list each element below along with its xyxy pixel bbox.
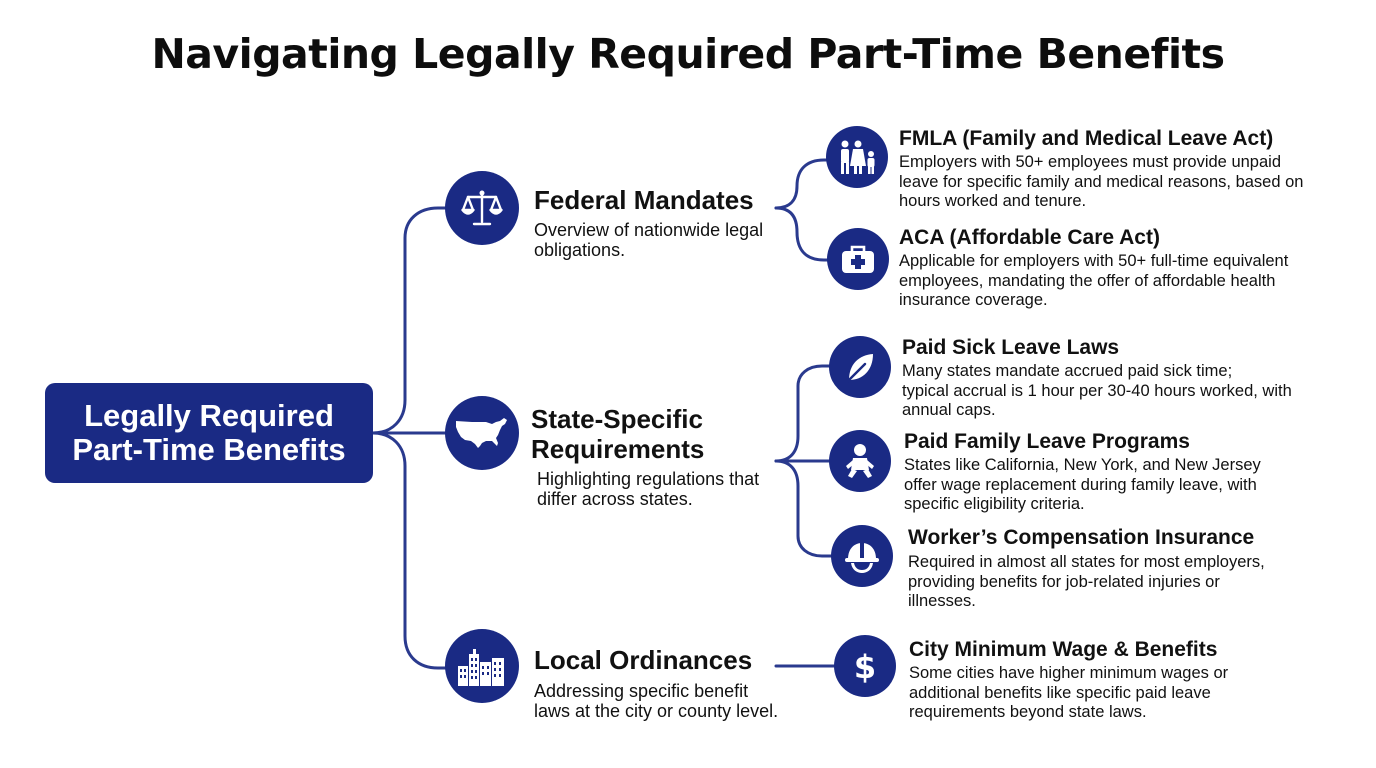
desc-line: Some cities have higher minimum wages or: [909, 664, 1229, 682]
connector-federal-aca: [774, 206, 840, 262]
state-requirements-title: State-Specific Requirements: [531, 404, 704, 464]
aca-icon-circle: [827, 228, 889, 290]
workers-comp-desc: Required in almost all states for most e…: [908, 553, 1348, 612]
city-wage-desc: Some cities have higher minimum wages or…: [909, 664, 1349, 723]
sick-leave-desc: Many states mandate accrued paid sick ti…: [902, 362, 1342, 421]
state-node-icon-circle: [445, 396, 519, 470]
desc-line: leave for specific family and medical re…: [899, 172, 1304, 191]
desc-line: obligations.: [534, 240, 626, 260]
svg-text:$: $: [854, 648, 876, 685]
federal-mandates-desc: Overview of nationwide legal obligations…: [534, 220, 774, 260]
hard-hat-icon: [845, 543, 879, 573]
city-buildings-icon: [458, 649, 504, 686]
family-leave-desc: States like California, New York, and Ne…: [904, 456, 1344, 515]
desc-line: specific eligibility criteria.: [904, 495, 1085, 513]
connector-state-comp: [774, 459, 834, 558]
desc-line: Overview of nationwide legal: [534, 220, 764, 240]
desc-line: annual caps.: [902, 401, 996, 419]
root-label-line-2: Part-Time Benefits: [72, 432, 346, 467]
city-wage-icon-circle: $: [834, 635, 896, 697]
desc-line: Employers with 50+ employees must provid…: [899, 153, 1281, 171]
title-line: State-Specific: [531, 404, 703, 434]
connector-root-local: [371, 431, 452, 670]
family-leave-icon-circle: [829, 430, 891, 492]
connector-root-federal: [371, 206, 452, 435]
desc-line: employees, mandating the offer of afford…: [899, 271, 1276, 290]
aca-desc: Applicable for employers with 50+ full-t…: [899, 252, 1339, 311]
first-aid-kit-icon: [842, 245, 874, 273]
sick-leave-icon-circle: [829, 336, 891, 398]
desc-line: offer wage replacement during family lea…: [904, 475, 1257, 494]
desc-line: illnesses.: [908, 592, 976, 610]
family-leave-title: Paid Family Leave Programs: [904, 430, 1190, 453]
workers-comp-title: Worker’s Compensation Insurance: [908, 526, 1255, 549]
federal-node-icon-circle: [445, 171, 519, 245]
desc-line: Applicable for employers with 50+ full-t…: [899, 252, 1289, 270]
federal-mandates-title: Federal Mandates: [534, 185, 754, 215]
leaf-icon: [845, 354, 873, 384]
fmla-icon-circle: [826, 126, 888, 188]
local-ordinances-title: Local Ordinances: [534, 645, 753, 675]
connector-federal-fmla: [774, 158, 834, 210]
fmla-desc: Employers with 50+ employees must provid…: [899, 153, 1339, 212]
desc-line: providing benefits for job-related injur…: [908, 572, 1220, 591]
root-label-line-1: Legally Required: [84, 398, 334, 433]
desc-line: Addressing specific benefit: [534, 681, 749, 701]
desc-line: additional benefits like specific paid l…: [909, 683, 1211, 702]
desc-line: typical accrual is 1 hour per 30-40 hour…: [902, 381, 1292, 400]
baby-icon: [846, 444, 874, 478]
aca-title: ACA (Affordable Care Act): [899, 226, 1160, 249]
state-requirements-desc: Highlighting regulations that differ acr…: [537, 469, 777, 509]
desc-line: States like California, New York, and Ne…: [904, 456, 1261, 474]
title-line: Requirements: [531, 434, 705, 464]
page-title: Navigating Legally Required Part-Time Be…: [151, 30, 1225, 78]
desc-line: insurance coverage.: [899, 291, 1048, 309]
desc-line: differ across states.: [537, 489, 693, 509]
workers-comp-icon-circle: [831, 525, 893, 587]
dollar-icon: $: [854, 648, 876, 685]
fmla-title: FMLA (Family and Medical Leave Act): [899, 127, 1274, 150]
desc-line: Required in almost all states for most e…: [908, 553, 1265, 571]
usa-map-icon: [456, 418, 507, 448]
local-ordinances-desc: Addressing specific benefit laws at the …: [534, 681, 784, 721]
connector-state-sick: [774, 364, 832, 463]
desc-line: Many states mandate accrued paid sick ti…: [902, 362, 1233, 380]
desc-line: hours worked and tenure.: [899, 192, 1087, 210]
sick-leave-title: Paid Sick Leave Laws: [902, 336, 1120, 359]
city-wage-title: City Minimum Wage & Benefits: [909, 638, 1218, 661]
desc-line: Highlighting regulations that: [537, 469, 760, 489]
desc-line: requirements beyond state laws.: [909, 703, 1147, 721]
root-node: Legally Required Part-Time Benefits: [45, 383, 373, 483]
local-node-icon-circle: [445, 629, 519, 703]
family-icon: [841, 140, 875, 174]
scales-of-justice-icon: [461, 190, 503, 226]
desc-line: laws at the city or county level.: [534, 701, 779, 721]
